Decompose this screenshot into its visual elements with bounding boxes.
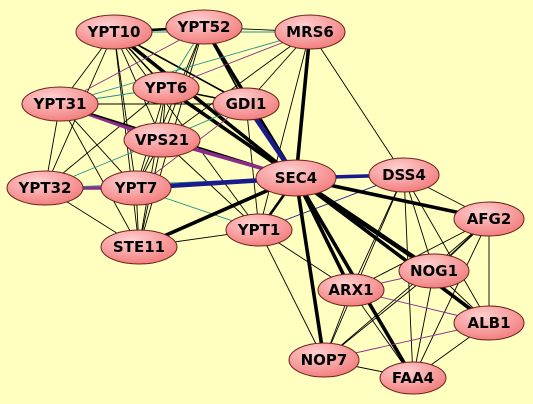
node-label: YPT10 [87,23,141,41]
node-ellipse [123,122,201,158]
node-sec4[interactable]: SEC4 [255,159,337,197]
node-ellipse [225,213,293,247]
node-label: YPT1 [237,221,281,239]
edge-ypt6-ypt32 [44,87,167,189]
node-nop7[interactable]: NOP7 [288,342,360,378]
node-ellipse [165,9,243,45]
node-arx1[interactable]: ARX1 [317,273,385,307]
node-label: VPS21 [135,131,189,149]
node-ellipse [368,157,440,193]
node-label: STE11 [113,238,165,256]
node-label: ALB1 [467,314,510,332]
node-ellipse [255,159,337,197]
node-gdi1[interactable]: GDI1 [212,87,280,121]
node-nog1[interactable]: NOG1 [398,253,470,289]
node-label: MRS6 [286,23,334,41]
edge-sec4-nop7 [294,176,326,362]
node-label: FAA4 [392,369,434,387]
node-ellipse [100,229,178,265]
node-label: YPT32 [18,179,72,197]
node-ellipse [379,361,447,395]
edge-sec4-alb1 [294,176,491,325]
node-label: YPT6 [144,79,188,97]
edge-afg2-nop7 [323,218,490,361]
edge-ypt6-ste11 [138,87,167,248]
node-label: YPT31 [33,95,87,113]
node-ste11[interactable]: STE11 [100,229,178,265]
edge-mrs6-ypt31 [59,31,311,105]
node-ellipse [398,253,470,289]
node-label: AFG2 [467,210,512,228]
node-label: NOG1 [410,262,458,280]
node-faa4[interactable]: FAA4 [379,361,447,395]
node-label: NOP7 [301,351,348,369]
node-ellipse [453,201,525,237]
node-label: SEC4 [275,169,318,187]
node-label: YPT7 [114,179,158,197]
node-label: GDI1 [226,95,267,113]
node-ypt1[interactable]: YPT1 [225,213,293,247]
edge-dss4-nop7 [323,174,405,361]
edge-mrs6-vps21 [161,31,311,141]
node-vps21[interactable]: VPS21 [123,122,201,158]
node-ellipse [100,170,172,206]
node-ellipse [75,14,153,50]
node-dss4[interactable]: DSS4 [368,157,440,193]
edge-ypt1-nop7 [258,229,325,361]
node-label: DSS4 [382,166,426,184]
edge-ypt52-ypt7 [135,26,205,189]
edge-dss4-arx1 [350,174,405,291]
node-ellipse [317,273,385,307]
node-label: YPT52 [177,18,231,36]
edge-ypt31-ste11 [59,103,140,248]
edge-nog1-faa4 [412,270,435,379]
node-ellipse [132,71,200,105]
edge-ypt10-ypt7 [113,31,137,189]
node-alb1[interactable]: ALB1 [453,305,525,341]
edge-dss4-alb1 [403,174,490,324]
node-ypt31[interactable]: YPT31 [21,86,99,122]
node-mrs6[interactable]: MRS6 [274,14,346,50]
node-ypt52[interactable]: YPT52 [165,9,243,45]
edge-mrs6-sec4 [294,30,312,180]
node-ypt32[interactable]: YPT32 [6,170,84,206]
node-afg2[interactable]: AFG2 [453,201,525,237]
node-ellipse [212,87,280,121]
edge-mrs6-ypt1 [258,31,311,231]
edge-mrs6-dss4 [309,31,405,176]
node-ypt6[interactable]: YPT6 [132,71,200,105]
node-ypt10[interactable]: YPT10 [75,14,153,50]
node-ellipse [6,170,84,206]
node-ypt7[interactable]: YPT7 [100,170,172,206]
node-label: ARX1 [328,281,373,299]
edge-afg2-faa4 [412,218,490,379]
edges-layer [43,25,491,380]
node-ellipse [453,305,525,341]
edge-ypt10-sec4 [112,30,298,180]
node-ellipse [274,14,346,50]
node-ellipse [21,86,99,122]
node-ellipse [288,342,360,378]
